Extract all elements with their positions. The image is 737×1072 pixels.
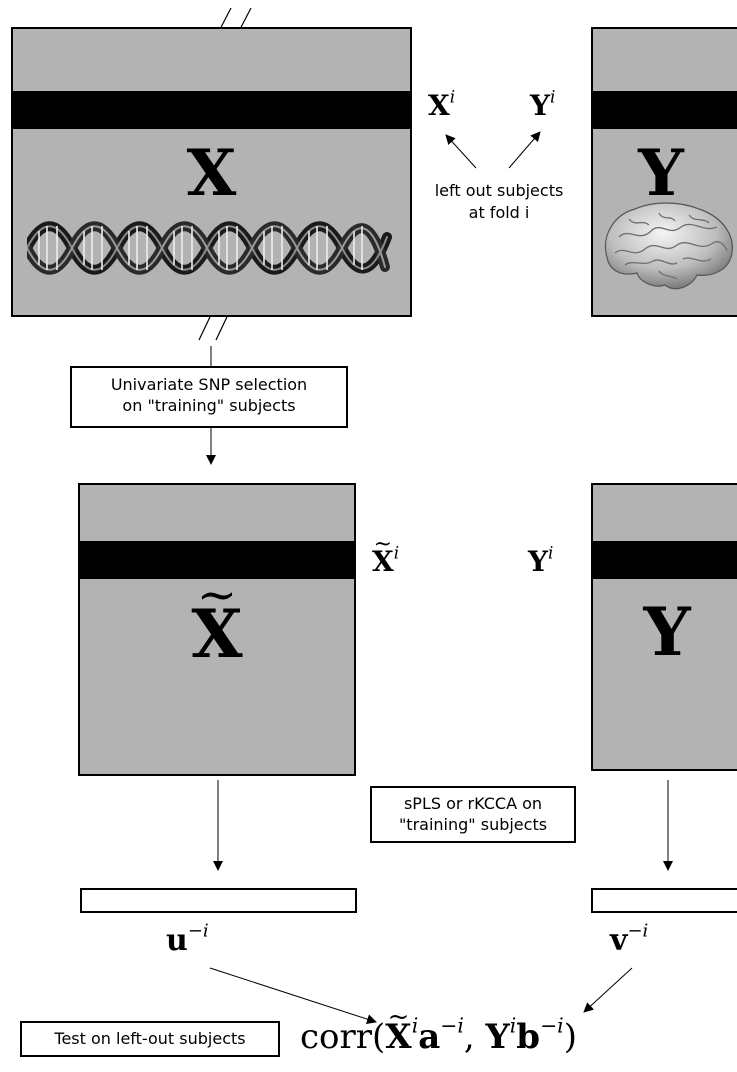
test-on-left-out-box: Test on left-out subjects (20, 1021, 280, 1057)
arrow-to-yi (508, 131, 541, 169)
subject-fold-band (80, 541, 354, 579)
yi-label: Yi (530, 86, 556, 122)
arrow-to-xi (445, 134, 477, 169)
left-out-subjects-text: left out subjects at fold i (412, 180, 586, 224)
v-vector-bar (591, 888, 737, 913)
v-label: v−i (610, 920, 649, 958)
xtilde-i-label: ~Xi (372, 532, 400, 578)
yi-label-middle: Yi (528, 542, 554, 578)
subject-fold-band (13, 91, 410, 129)
xi-label: Xi (428, 86, 456, 122)
dna-helix-icon (27, 221, 392, 275)
u-vector-bar (80, 888, 357, 913)
method-box: sPLS or rKCCA on "training" subjects (370, 786, 576, 843)
brain-icon (604, 202, 733, 290)
arrow-v-to-corr (583, 967, 633, 1013)
y-matrix-panel-middle: Y (591, 483, 737, 771)
correlation-expression: corr(~Xia−i, Yib−i) (300, 1002, 577, 1057)
y-matrix-symbol-middle: Y (643, 593, 691, 671)
y-matrix-panel: Y (591, 27, 737, 317)
subject-fold-band (593, 541, 737, 579)
x-matrix-symbol: X (186, 136, 237, 211)
subject-fold-band (593, 91, 737, 129)
univariate-snp-selection-box: Univariate SNP selection on "training" s… (70, 366, 348, 428)
x-matrix-panel: X (11, 27, 412, 317)
arrow-u-to-corr (209, 967, 377, 1024)
y-matrix-symbol: Y (638, 136, 684, 211)
xtilde-matrix-panel: ~X (78, 483, 356, 776)
u-label: u−i (166, 920, 209, 958)
xtilde-matrix-symbol: ~X (191, 567, 243, 673)
